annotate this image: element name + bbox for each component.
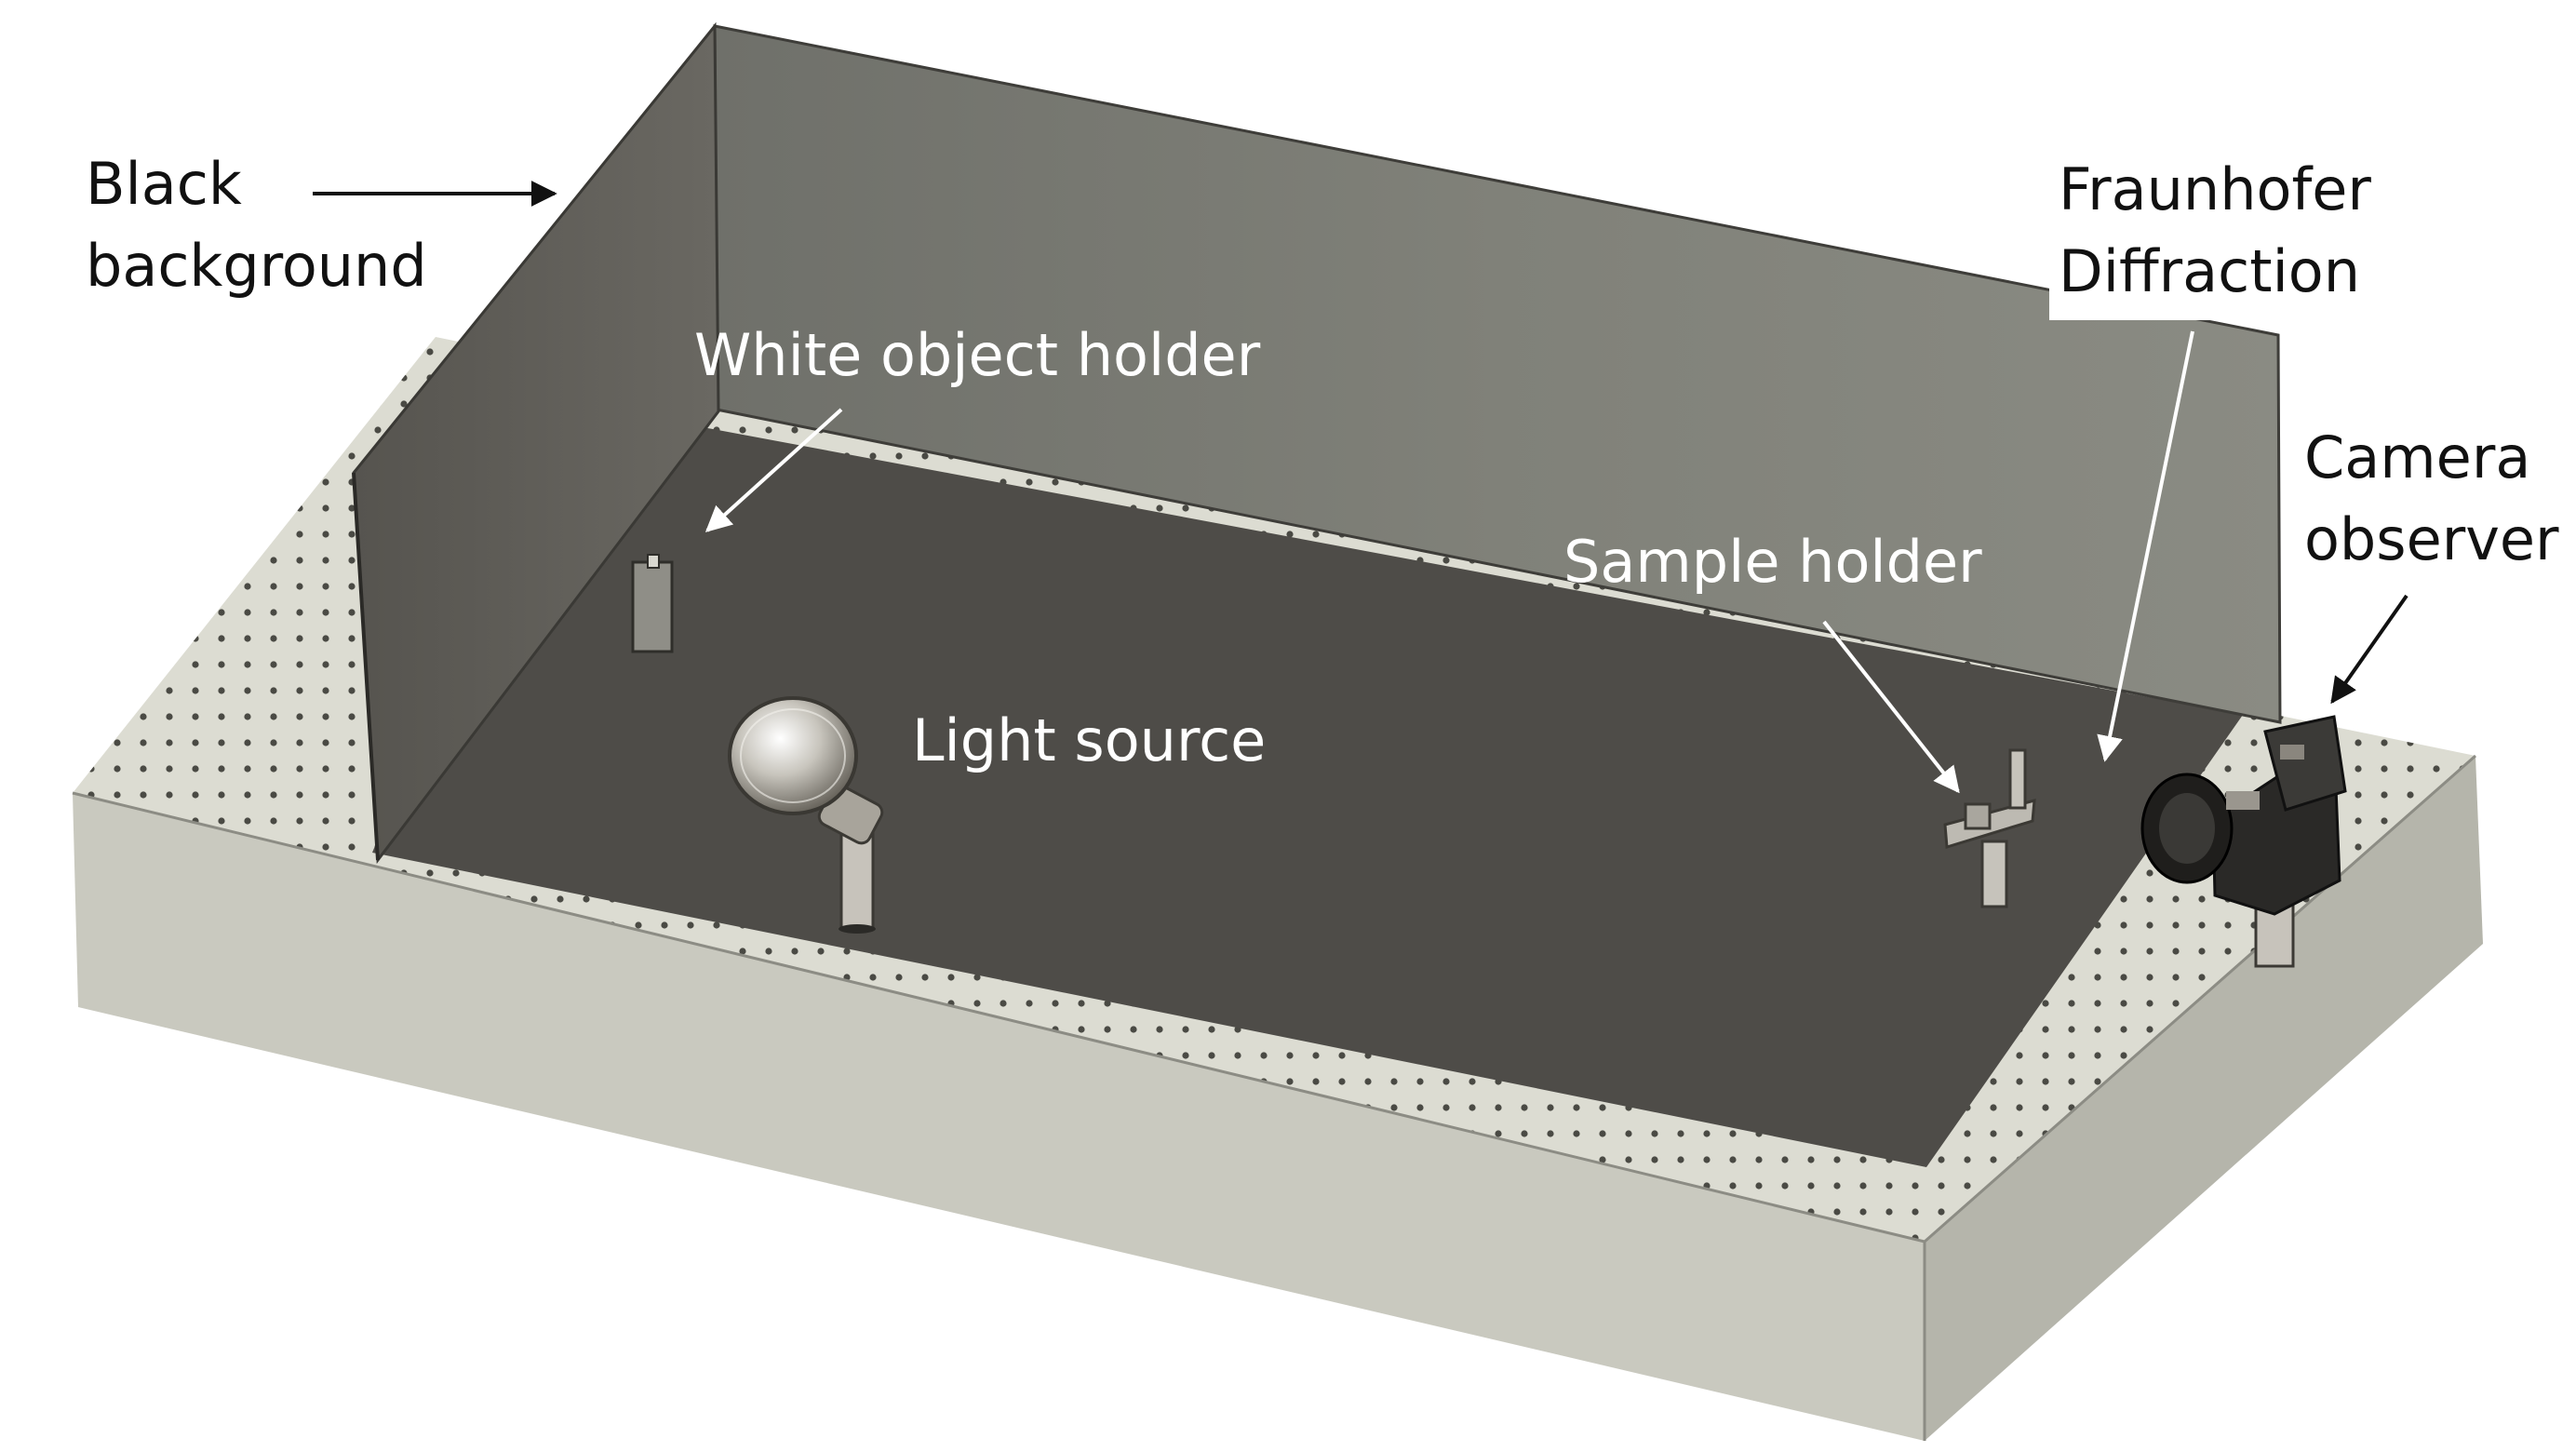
label-camera-line-2: observer — [2304, 505, 2559, 573]
label-black-background-line-2: background — [86, 232, 427, 300]
sample-holder-arrow — [1822, 620, 1960, 794]
label-camera-observer: Camera observer — [2304, 417, 2559, 581]
camera-observer-arrow — [2330, 594, 2408, 705]
label-white-object-holder: White object holder — [694, 321, 1261, 389]
white-object-holder-arrow — [704, 408, 843, 532]
enclosure-floor — [372, 400, 2243, 1167]
base-front-face — [73, 793, 1925, 1441]
base-right-face — [1925, 756, 2483, 1441]
label-black-background: Black background — [86, 143, 427, 307]
label-fraunhofer-diffraction: Fraunhofer Diffraction — [2049, 149, 2381, 320]
fraunhofer-diffraction-arrow — [2097, 330, 2194, 762]
label-fraunhofer-line-2: Diffraction — [2059, 237, 2361, 305]
light-source-lamp — [728, 696, 884, 934]
label-light-source: Light source — [912, 706, 1267, 774]
label-camera-line-1: Camera — [2304, 424, 2531, 491]
label-fraunhofer-line-1: Fraunhofer — [2059, 155, 2371, 223]
label-sample-holder: Sample holder — [1563, 528, 1982, 596]
white-object-holder — [631, 554, 674, 653]
label-black-background-line-1: Black — [86, 150, 242, 218]
sample-holder — [1943, 748, 2036, 908]
camera-observer-device — [2140, 715, 2347, 968]
